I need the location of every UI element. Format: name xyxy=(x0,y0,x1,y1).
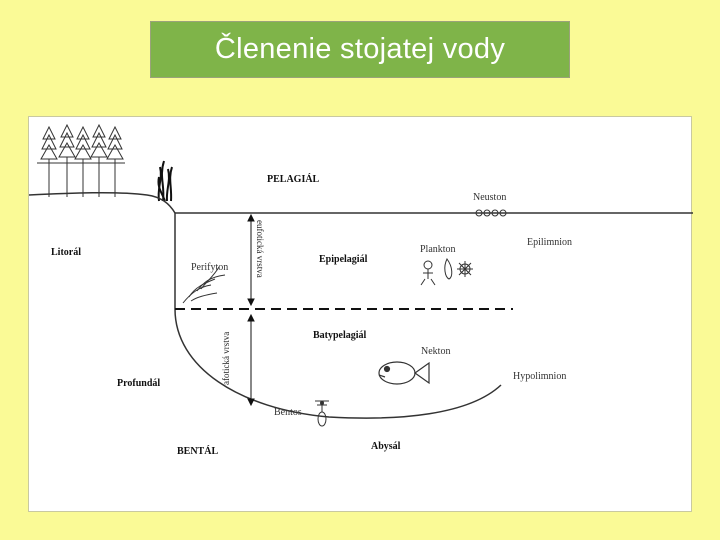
page-title: Členenie stojatej vody xyxy=(215,33,505,66)
label-perifyton: Perifyton xyxy=(191,263,228,273)
label-litoral: Litorál xyxy=(51,248,81,258)
label-eufoticka-vrstva: eufotická vrstva xyxy=(255,220,264,278)
fish-icon xyxy=(379,362,429,384)
lake-diagram xyxy=(29,117,693,513)
label-epipelagial: Epipelagiál xyxy=(319,255,367,265)
plankton-icon xyxy=(421,259,473,285)
label-nekton: Nekton xyxy=(421,347,450,357)
label-profundal: Profundál xyxy=(117,379,160,389)
label-abysal: Abysál xyxy=(371,442,400,452)
reed-icon xyxy=(158,161,172,201)
label-pelagial: PELAGIÁL xyxy=(267,175,319,185)
label-bental: BENTÁL xyxy=(177,447,218,457)
diagram-panel: PELAGIÁL Neuston Epilimnion Litorál Peri… xyxy=(28,116,692,512)
title-box: Členenie stojatej vody xyxy=(150,21,570,78)
label-plankton: Plankton xyxy=(420,245,456,255)
label-bentos: Bentos xyxy=(274,408,302,418)
benthos-icon xyxy=(315,401,329,426)
label-afoticka-vrstva: afotická vrstva xyxy=(222,332,231,385)
label-batypelagial: Batypelagiál xyxy=(313,331,366,341)
label-hypolimnion: Hypolimnion xyxy=(513,372,566,382)
tree-icon xyxy=(37,125,125,197)
label-epilimnion: Epilimnion xyxy=(527,238,572,248)
label-neuston: Neuston xyxy=(473,193,506,203)
